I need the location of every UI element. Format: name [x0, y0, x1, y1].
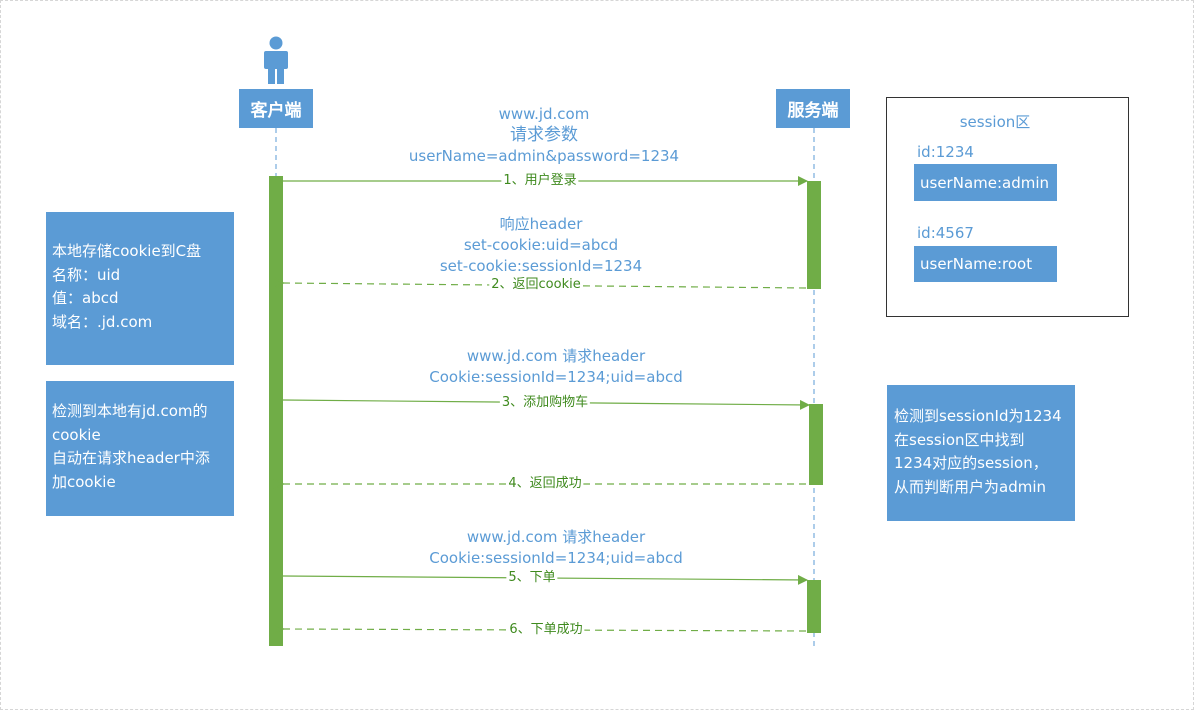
message-2-line-2: set-cookie:uid=abcd — [463, 236, 619, 254]
cookie-store-line-3: 值：abcd — [52, 289, 119, 307]
message-2-line-3: set-cookie:sessionId=1234 — [439, 257, 643, 275]
server-activation-bar-2 — [809, 404, 823, 485]
cookie-store-note: 本地存储cookie到C盘 名称：uid 值：abcd 域名：.jd.com — [46, 212, 234, 365]
auto-attach-line-1: 检测到本地有jd.com的 — [52, 402, 208, 420]
auto-attach-note: 检测到本地有jd.com的 cookie 自动在请求header中添 加cook… — [46, 381, 234, 516]
session-entry-1-id: id:1234 — [917, 143, 974, 161]
session-area-title: session区 — [959, 113, 1031, 131]
session-entry-2-value: userName:root — [914, 246, 1057, 282]
server-check-note: 检测到sessionId为1234 在session区中找到 1234对应的se… — [887, 385, 1075, 521]
message-3-label: www.jd.com 请求header Cookie:sessionId=123… — [429, 346, 682, 388]
step-2-label: 2、返回cookie — [489, 277, 583, 293]
message-1-line-1: www.jd.com — [498, 105, 590, 123]
message-1-line-3: userName=admin&password=1234 — [408, 147, 680, 165]
message-5-line-1: www.jd.com 请求header — [466, 528, 646, 546]
client-actor-box: 客户端 — [239, 89, 313, 128]
message-5-label: www.jd.com 请求header Cookie:sessionId=123… — [429, 527, 682, 569]
message-1-line-2: 请求参数 — [509, 125, 578, 145]
auto-attach-line-3: 自动在请求header中添 — [52, 449, 210, 467]
session-entry-1-value: userName:admin — [914, 164, 1057, 201]
person-icon — [264, 36, 288, 84]
auto-attach-line-4: 加cookie — [52, 472, 116, 491]
message-5-line-2: Cookie:sessionId=1234;uid=abcd — [429, 549, 683, 567]
step-4-label: 4、返回成功 — [506, 476, 584, 492]
server-check-line-3: 1234对应的session， — [894, 454, 1048, 472]
step-6-label: 6、下单成功 — [507, 622, 585, 638]
message-3-line-1: www.jd.com 请求header — [466, 347, 646, 365]
client-activation-bar — [269, 176, 283, 646]
server-check-line-1: 检测到sessionId为1234 — [894, 407, 1062, 425]
server-activation-bar-3 — [807, 580, 821, 633]
message-2-label: 响应header set-cookie:uid=abcd set-cookie:… — [440, 214, 642, 277]
arrow-6-order-success — [283, 629, 808, 631]
server-check-line-4: 从而判断用户为admin — [894, 477, 1047, 496]
auto-attach-line-2: cookie — [52, 425, 101, 444]
step-5-label: 5、下单 — [506, 570, 558, 586]
message-3-line-2: Cookie:sessionId=1234;uid=abcd — [429, 368, 683, 386]
step-3-label: 3、添加购物车 — [499, 395, 591, 411]
step-1-label: 1、用户登录 — [501, 173, 579, 189]
cookie-store-line-1: 本地存储cookie到C盘 — [52, 242, 202, 260]
cookie-store-line-4: 域名：.jd.com — [52, 312, 153, 331]
message-2-line-1: 响应header — [499, 215, 583, 233]
session-entry-2-id: id:4567 — [917, 224, 974, 242]
server-activation-bar-1 — [807, 181, 821, 289]
arrow-2-return-cookie — [283, 283, 808, 289]
cookie-store-line-2: 名称：uid — [52, 265, 121, 284]
server-check-line-2: 在session区中找到 — [894, 430, 1025, 449]
message-1-label: www.jd.com 请求参数 userName=admin&password=… — [409, 104, 679, 167]
server-actor-box: 服务端 — [776, 89, 850, 128]
